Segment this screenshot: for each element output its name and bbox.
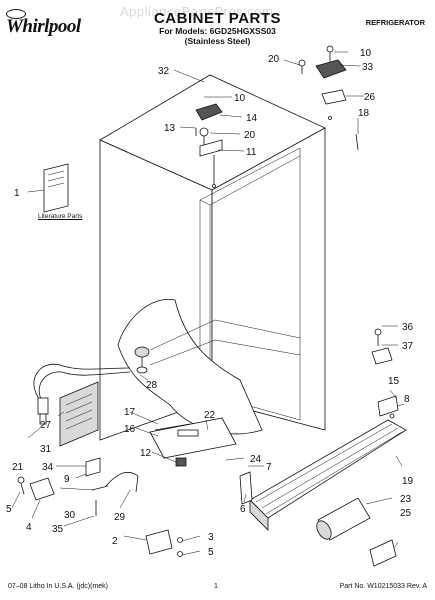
callout-8: 8 bbox=[404, 394, 410, 405]
callout-33: 33 bbox=[362, 62, 374, 73]
brand-logo-swoosh bbox=[6, 9, 26, 19]
callout-30: 30 bbox=[64, 510, 76, 521]
callout-25: 25 bbox=[400, 508, 412, 519]
callout-20a: 20 bbox=[268, 54, 280, 65]
drain-pan-cylinder bbox=[316, 497, 397, 567]
footer-page-number: 1 bbox=[214, 583, 218, 590]
watermark: AppliancePartsPros.com bbox=[120, 4, 274, 19]
callout-20b: 20 bbox=[244, 130, 256, 141]
callout-37: 37 bbox=[402, 341, 414, 352]
callout-19: 19 bbox=[402, 476, 414, 487]
callout-5b: 5 bbox=[208, 547, 214, 558]
callout-36: 36 bbox=[402, 322, 414, 333]
callout-2: 2 bbox=[112, 536, 118, 547]
callout-31: 31 bbox=[40, 444, 52, 455]
callout-23: 23 bbox=[400, 494, 412, 505]
callout-10a: 10 bbox=[360, 48, 372, 59]
callout-27: 27 bbox=[40, 420, 52, 431]
lower-components bbox=[17, 328, 399, 557]
callout-24: 24 bbox=[250, 454, 262, 465]
callout-34: 34 bbox=[42, 462, 54, 473]
callout-6: 6 bbox=[240, 504, 246, 515]
callout-4: 4 bbox=[26, 522, 32, 533]
callout-18: 18 bbox=[358, 108, 370, 119]
literature-parts-label: Literature Parts bbox=[38, 213, 83, 220]
callout-12: 12 bbox=[140, 448, 152, 459]
callout-9: 9 bbox=[64, 474, 70, 485]
callout-29: 29 bbox=[114, 512, 126, 523]
page-title: CABINET PARTS bbox=[153, 10, 282, 27]
callout-14: 14 bbox=[246, 113, 258, 124]
base-grille bbox=[239, 419, 407, 531]
callout-17: 17 bbox=[124, 407, 136, 418]
callout-labels: 1 2 3 4 5 5 6 7 8 9 10 10 11 12 13 14 15… bbox=[6, 48, 414, 558]
brand-logo: Whirlpool bbox=[6, 16, 81, 37]
callout-7: 7 bbox=[266, 462, 272, 473]
callout-16: 16 bbox=[124, 424, 136, 435]
power-cord-assembly bbox=[33, 363, 131, 447]
model-numbers: For Models: 6GD25HGXSS03 bbox=[159, 26, 276, 36]
literature-parts bbox=[43, 163, 69, 213]
callout-21: 21 bbox=[12, 462, 24, 473]
right-hinge-assembly bbox=[298, 45, 359, 151]
callout-3: 3 bbox=[208, 532, 214, 543]
callout-13: 13 bbox=[164, 123, 176, 134]
category-label: REFRIGERATOR bbox=[365, 18, 425, 27]
footer-print-info: 07–08 Litho In U.S.A. (jdc)(mek) bbox=[8, 583, 108, 590]
callout-22: 22 bbox=[204, 410, 216, 421]
footer-part-number: Part No. W10215033 Rev. A bbox=[339, 583, 427, 590]
leader-lines bbox=[11, 51, 405, 556]
callout-15: 15 bbox=[388, 376, 400, 387]
callout-35: 35 bbox=[52, 524, 64, 535]
callout-10b: 10 bbox=[234, 93, 246, 104]
callout-28: 28 bbox=[146, 380, 158, 391]
callout-32: 32 bbox=[158, 66, 170, 77]
callout-5a: 5 bbox=[6, 504, 12, 515]
cabinet-body bbox=[99, 74, 326, 441]
finish-label: (Stainless Steel) bbox=[184, 36, 251, 46]
callout-26: 26 bbox=[364, 92, 376, 103]
callout-11: 11 bbox=[246, 147, 257, 158]
callout-1: 1 bbox=[14, 188, 20, 199]
top-hinge-assembly bbox=[195, 103, 223, 188]
